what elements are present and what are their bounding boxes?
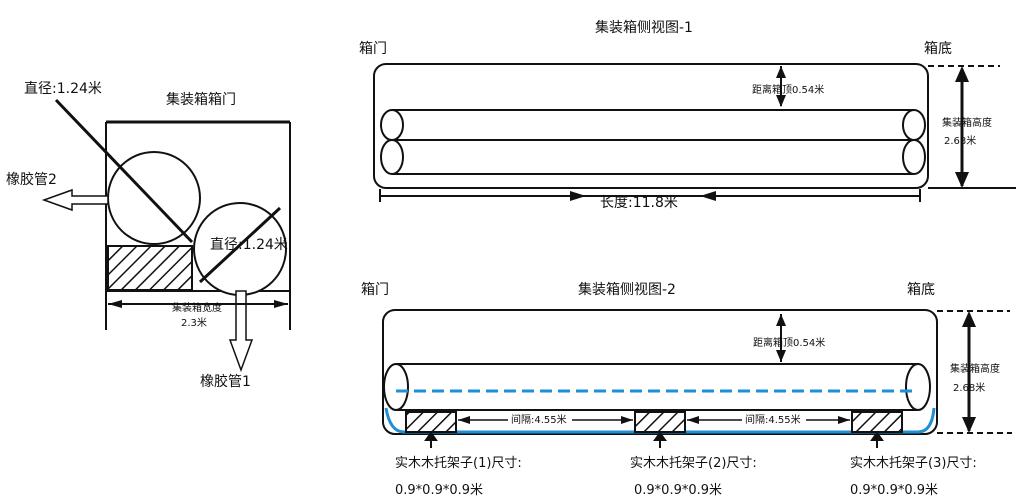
side1-pipe-lower-left-end	[380, 139, 404, 175]
front-pallet	[107, 245, 193, 291]
side2-pipe-left-end	[383, 363, 409, 411]
side2-pallet-3	[851, 411, 903, 433]
side2-gap-1-label: 间隔:4.55米	[511, 413, 567, 426]
diameter-label-1: 直径:1.24米	[24, 80, 102, 97]
side1-height-value: 2.68米	[944, 134, 976, 147]
side2-pallet-2-pointer	[653, 431, 667, 448]
side2-pallet-2-caption: 实木木托架子(2)尺寸:	[630, 456, 757, 471]
diameter-line-1	[54, 98, 194, 244]
side1-height-label: 集装箱高度	[942, 116, 992, 129]
hose-1-arrow	[228, 290, 254, 373]
side1-top-gap-arrow-down	[776, 95, 786, 107]
side1-length-label: 长度:11.8米	[600, 195, 678, 211]
side2-gap-1-arrow-right	[621, 416, 633, 424]
side2-top-gap-arrow-down	[776, 350, 786, 362]
side2-gap-1-arrow-left	[458, 416, 470, 424]
side1-pipe-upper-right-end	[902, 109, 926, 141]
side1-container	[373, 63, 929, 189]
side2-pallet-1-size: 0.9*0.9*0.9米	[395, 483, 483, 498]
side2-pallet-1	[405, 411, 457, 433]
side2-top-gap-label: 距离箱顶0.54米	[753, 336, 825, 349]
front-width-arrow-left	[108, 300, 122, 308]
side2-gap-2-label-bg	[742, 412, 806, 426]
side1-length-arrow-left	[570, 191, 586, 201]
hose-2-arrow	[41, 188, 109, 212]
side2-height-arrow-up	[962, 311, 976, 327]
side2-bottom-label: 箱底	[907, 282, 935, 298]
diameter-line-2	[198, 206, 282, 284]
side1-pipe-upper-left-end	[380, 109, 404, 141]
front-view: 集装箱箱门 直径:1.24米 直径:1.24米 橡胶管2 橡胶管1 集装箱宽度 …	[6, 80, 291, 390]
side2-pallet-1-pointer	[424, 431, 438, 448]
diameter-label-2: 直径:1.24米	[210, 236, 288, 253]
side2-title: 集装箱侧视图-2	[578, 281, 676, 298]
front-view-title: 集装箱箱门	[166, 91, 236, 108]
side1-top-gap-label: 距离箱顶0.54米	[752, 83, 824, 96]
side2-pallet-2-size: 0.9*0.9*0.9米	[634, 483, 722, 498]
side2-height-value: 2.68米	[953, 381, 985, 394]
front-width-label: 集装箱宽度	[172, 301, 222, 314]
side1-top-gap-arrow-up	[776, 66, 786, 78]
side2-pallet-2	[634, 411, 686, 433]
side2-height-arrow-down	[962, 417, 976, 433]
side1-pipe-lower-right-end	[902, 139, 926, 175]
side2-door-label: 箱门	[361, 282, 389, 298]
side2-pallet-1-caption: 实木木托架子(1)尺寸:	[395, 456, 522, 471]
side2-gap-2-arrow-right	[838, 416, 850, 424]
side1-bottom-label: 箱底	[924, 41, 952, 57]
hose-1-label: 橡胶管1	[200, 373, 251, 390]
side-view-2: 集装箱侧视图-2 箱门 箱底 距离箱顶0.54米 间隔:4.55米 间	[361, 281, 1012, 498]
hose-2-label: 橡胶管2	[6, 171, 57, 188]
side1-height-arrow-up	[955, 66, 969, 82]
front-width-arrow-right	[274, 300, 288, 308]
side2-gap-1-label-bg	[508, 412, 572, 426]
side1-height-arrow-down	[955, 172, 969, 188]
side2-top-gap-arrow-up	[776, 314, 786, 326]
front-width-value: 2.3米	[181, 316, 207, 329]
side2-pallet-3-caption: 实木木托架子(3)尺寸:	[850, 456, 977, 471]
side2-pallet-3-pointer	[870, 431, 884, 448]
side-view-1: 集装箱侧视图-1 箱门 箱底 距离箱顶0.54米 集装箱高度 2.68米	[359, 19, 1016, 211]
side1-door-label: 箱门	[359, 41, 387, 57]
front-pipe-upper	[107, 151, 201, 245]
side2-height-label: 集装箱高度	[950, 362, 1000, 375]
side2-gap-2-arrow-left	[687, 416, 699, 424]
side1-length-arrow-right	[700, 191, 716, 201]
side2-gap-2-label: 间隔:4.55米	[745, 413, 801, 426]
side2-pallet-3-size: 0.9*0.9*0.9米	[850, 483, 938, 498]
side1-title: 集装箱侧视图-1	[595, 19, 693, 36]
side2-pipe-right-end	[905, 363, 931, 411]
